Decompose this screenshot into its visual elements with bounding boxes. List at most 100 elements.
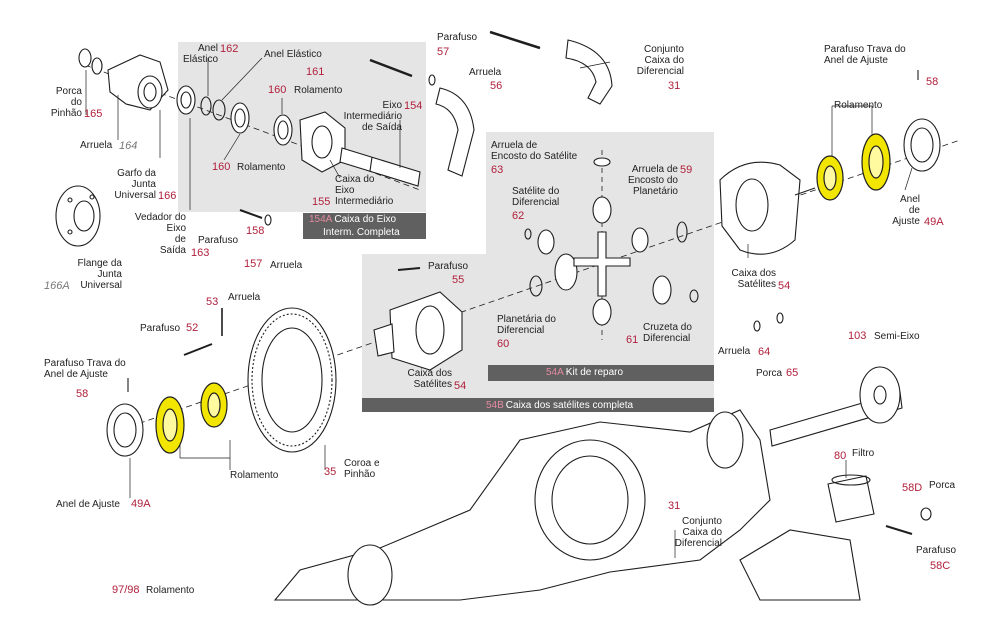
label-text: Satélite do xyxy=(512,186,560,197)
label-caixa-satelites-right: Caixa dos Satélites xyxy=(724,268,776,290)
satellite-gear-bottom xyxy=(592,298,612,326)
label-text: Saída xyxy=(159,245,186,256)
label-text: de xyxy=(174,234,186,245)
snap-ring-162 xyxy=(200,96,212,116)
nut-58d xyxy=(920,507,932,521)
label-parafuso-trava-58-left: Parafuso Trava do Anel de Ajuste xyxy=(44,358,126,380)
label-text: Eixo xyxy=(335,185,355,196)
bearing-cap-a xyxy=(435,87,475,177)
label-text: Anel xyxy=(197,43,218,54)
adjusting-ring-left xyxy=(106,403,144,457)
label-text: de xyxy=(908,205,920,216)
label-text: do xyxy=(70,97,82,108)
label-text: Parafuso Trava do xyxy=(824,44,906,55)
filter xyxy=(827,475,875,523)
label-anel-elastico-161: Anel Elástico xyxy=(264,49,322,60)
label-rolamento-160a: Rolamento xyxy=(294,85,343,96)
label-cruzeta: Cruzeta do Diferencial xyxy=(643,322,692,344)
washer-157 xyxy=(264,214,272,226)
label-parafuso-57: Parafuso xyxy=(437,32,478,43)
label-text: Diferencial xyxy=(636,66,684,77)
label-text: Anel xyxy=(899,194,920,205)
label-text: Parafuso Trava do xyxy=(44,358,126,369)
code-35: 35 xyxy=(324,466,337,478)
label-text: Caixa dos xyxy=(731,268,776,279)
code-154: 154 xyxy=(404,100,423,112)
code-61: 61 xyxy=(626,334,639,346)
label-text: Caixa do xyxy=(682,527,722,538)
bar-text: Caixa do Eixo xyxy=(334,214,397,225)
seal-163 xyxy=(176,85,196,115)
differential-case-mid xyxy=(389,291,463,371)
label-text: Conjunto xyxy=(681,516,722,527)
label-planetaria: Planetária do Diferencial xyxy=(497,314,556,336)
label-text: Vedador do xyxy=(134,212,186,223)
label-parafuso-58c: Parafuso xyxy=(916,545,957,556)
code-58-left: 58 xyxy=(76,388,89,400)
code-63: 63 xyxy=(491,164,504,176)
label-text: Elástico xyxy=(182,54,218,65)
label-coroa-pinhao: Coroa e Pinhão xyxy=(344,458,380,480)
label-rolamento-left: Rolamento xyxy=(230,470,279,481)
washer-56 xyxy=(428,74,436,86)
label-porca-58d: Porca xyxy=(929,480,956,491)
label-text: Arruela de xyxy=(631,164,678,175)
washer-164 xyxy=(91,57,103,75)
label-anel-ajuste-left: Anel de Ajuste xyxy=(56,499,120,510)
thrust-washer-59 xyxy=(676,221,688,243)
code-164: 164 xyxy=(119,140,138,152)
label-parafuso-52: Parafuso xyxy=(140,323,181,334)
label-conjunto-31-top: Conjunto Caixa do Diferencial xyxy=(620,44,684,77)
code-31-bottom: 31 xyxy=(668,500,681,512)
label-text: Encosto do Satélite xyxy=(491,151,578,162)
label-rolamento-97-98: Rolamento xyxy=(146,585,195,596)
snap-ring-161 xyxy=(212,99,226,121)
label-caixa-satelites-mid: Caixa dos Satélites xyxy=(400,368,452,390)
bearing-160b xyxy=(273,114,293,146)
label-text: Universal xyxy=(80,280,122,291)
label-text: Pinhão xyxy=(344,469,376,480)
code-80: 80 xyxy=(834,450,847,462)
label-arruela-157: Arruela xyxy=(270,260,303,271)
planetary-gear-b xyxy=(652,275,672,305)
label-text: Encosto do xyxy=(627,175,678,186)
code-162: 162 xyxy=(220,43,239,55)
label-text: Porca xyxy=(55,86,82,97)
bar-intermediate-complete xyxy=(303,213,426,239)
label-garfo: Garfo da Junta Universal xyxy=(108,168,156,201)
crown-gear xyxy=(247,307,337,453)
bar-code: 154A xyxy=(309,214,333,225)
output-shaft xyxy=(339,147,421,187)
label-text: Diferencial xyxy=(643,333,691,344)
label-text: de Saída xyxy=(361,122,402,133)
bar-code: 54B xyxy=(486,400,504,411)
satellite-gear-left xyxy=(537,229,555,255)
label-text: Pinhão xyxy=(50,108,82,119)
code-165: 165 xyxy=(84,108,103,120)
bar-repair-kit xyxy=(488,365,714,381)
pinion-nut xyxy=(78,48,92,68)
code-161: 161 xyxy=(306,66,325,78)
code-58-top: 58 xyxy=(926,76,939,88)
bolt-57 xyxy=(369,58,413,78)
label-arruela-encosto-satelite: Arruela de Encosto do Satélite xyxy=(491,140,577,162)
code-58d: 58D xyxy=(902,482,923,494)
bolt-52 xyxy=(183,343,213,356)
satellite-gear-right xyxy=(631,227,649,253)
code-155: 155 xyxy=(312,196,331,208)
label-parafuso-158: Parafuso xyxy=(198,235,239,246)
label-rolamento-top: Rolamento xyxy=(834,100,883,111)
label-text: Caixa do xyxy=(644,55,684,66)
label-text: Junta xyxy=(97,269,122,280)
bar-text: Interm. Completa xyxy=(323,227,400,238)
label-text: Cruzeta do xyxy=(643,322,692,333)
label-semi-eixo: Semi-Eixo xyxy=(874,331,920,342)
bolt-55 xyxy=(397,267,421,271)
label-text: Satélites xyxy=(737,279,776,290)
adjusting-ring-right xyxy=(903,118,941,172)
label-arruela-64: Arruela xyxy=(718,346,751,357)
label-text: Diferencial xyxy=(674,538,722,549)
code-57: 57 xyxy=(437,46,450,58)
